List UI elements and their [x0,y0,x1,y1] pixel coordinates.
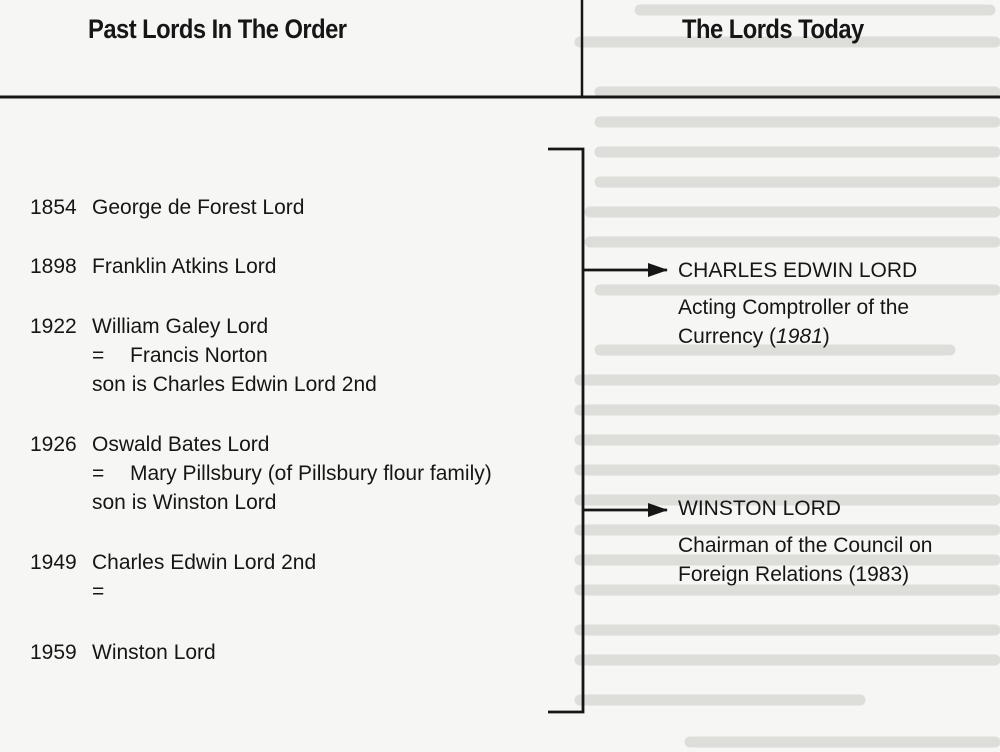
child-note: son is Winston Lord [92,491,277,514]
role-text: Acting Comptroller of the Currency ( [678,296,910,348]
past-lords-column-header: Past Lords In The Order [88,14,347,44]
child-line: son is Charles Edwin Lord 2nd [92,370,377,399]
lord-today-name: CHARLES EDWIN LORD [678,259,918,282]
lord-today-role: Acting Comptroller of the Currency (1981… [678,293,938,351]
role-close: ) [822,325,830,348]
lineage-bracket [548,147,585,714]
lord-today-role: Chairman of the Council on Foreign Relat… [678,534,933,586]
lord-name: Charles Edwin Lord 2nd [92,551,317,574]
lord-name: Franklin Atkins Lord [92,255,277,278]
past-lord-entry: 1898 Franklin Atkins Lord [30,252,276,281]
past-lord-entry: 1926 Oswald Bates Lord [30,430,269,459]
lord-name: George de Forest Lord [92,196,305,219]
lord-name: Oswald Bates Lord [92,433,270,456]
lord-today-card: WINSTON LORD Chairman of the Council on … [678,494,978,589]
equals-sign: = [92,344,105,367]
spouse-line: = Francis Norton [92,341,268,370]
child-line: son is Winston Lord [92,488,276,517]
year: 1922 [30,315,77,338]
past-lord-entry: 1854 George de Forest Lord [30,193,304,222]
lord-today-name: WINSTON LORD [678,497,841,520]
lord-name: William Galey Lord [92,315,269,338]
year: 1898 [30,255,77,278]
spouse-name: Mary Pillsbury (of Pillsbury flour famil… [130,462,492,485]
role-year: 1981 [776,325,823,348]
past-lord-entry: 1959 Winston Lord [30,638,216,667]
past-lord-entry: 1922 William Galey Lord [30,312,268,341]
spouse-line: = Mary Pillsbury (of Pillsbury flour fami… [92,459,492,488]
spouse-line: = [92,577,130,606]
child-note: son is Charles Edwin Lord 2nd [92,373,377,396]
year: 1926 [30,433,77,456]
lord-name: Winston Lord [92,641,216,664]
past-lord-entry: 1949 Charles Edwin Lord 2nd [30,548,316,577]
equals-sign: = [92,462,105,485]
year: 1959 [30,641,77,664]
lord-today-card: CHARLES EDWIN LORD Acting Comptroller of… [678,256,938,351]
lords-today-column-header: The Lords Today [682,14,864,44]
year: 1854 [30,196,77,219]
year: 1949 [30,551,77,574]
spouse-name: Francis Norton [130,344,268,367]
equals-sign: = [92,580,105,603]
